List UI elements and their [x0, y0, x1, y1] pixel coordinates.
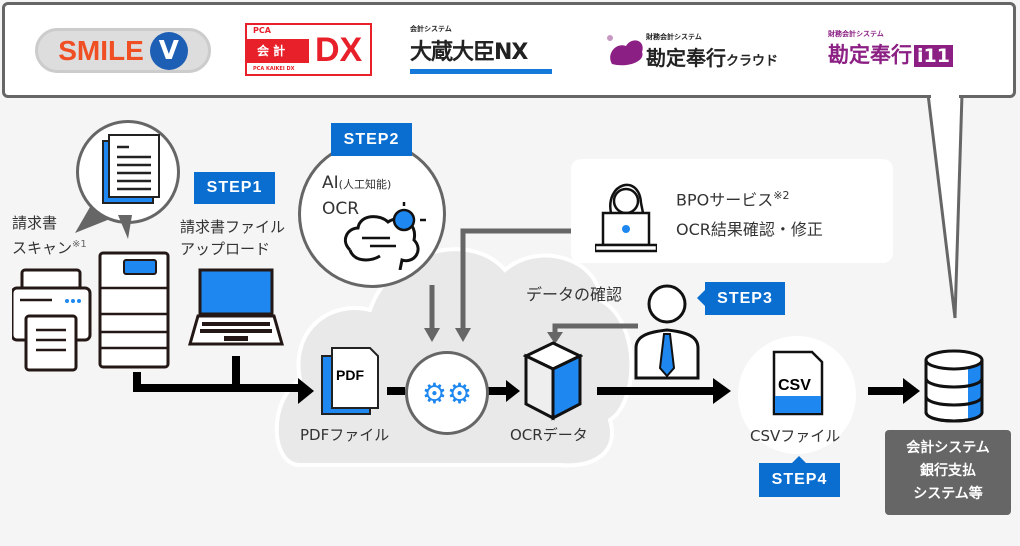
- reviewer-man-icon: [634, 284, 700, 380]
- database-icon: [924, 349, 984, 423]
- bpo-desc: OCR結果確認・修正: [676, 220, 823, 239]
- destination-systems-box: 会計システム銀行支払システム等: [885, 430, 1011, 515]
- document-stack-icon: [102, 134, 160, 204]
- ocr-engine-gears-icon: ⚙⚙: [405, 351, 489, 435]
- flow-lines: [133, 356, 905, 395]
- flow-arrowheads: [298, 378, 920, 404]
- step3-badge: STEP3: [705, 282, 785, 315]
- upload-label: 請求書ファイルアップロード: [180, 218, 286, 258]
- scan-label: 請求書スキャン※1: [12, 214, 87, 257]
- ocr-data-label: OCRデータ: [510, 426, 588, 444]
- logo-pca-dx: PCA 会 計 DX PCA KAIKEI DX: [245, 23, 372, 76]
- ai-label: AI(人工知能): [322, 173, 392, 193]
- logo-smile-v: SMILE V: [35, 28, 211, 73]
- pdf-file-icon: PDF: [321, 347, 379, 415]
- step2-badge: STEP2: [331, 123, 412, 156]
- bpo-service-box: BPOサービス※2 OCR結果確認・修正: [571, 159, 893, 263]
- operator-woman-icon: [595, 183, 657, 253]
- logo-bugyo-cloud: 財務会計システム 勘定奉行クラウド: [592, 30, 792, 72]
- ai-brain-icon: [344, 202, 426, 270]
- pdf-label: PDFファイル: [300, 426, 390, 444]
- ocr-data-cube-icon: [523, 341, 583, 421]
- csv-label: CSVファイル: [750, 427, 841, 445]
- laptop-icon: [188, 268, 284, 346]
- step1-badge: STEP1: [194, 172, 275, 204]
- data-check-label: データの確認: [526, 285, 623, 304]
- logo-okura-nx: 会計システム 大蔵大臣NX: [410, 24, 552, 74]
- logo-box-tail: [926, 92, 964, 319]
- svg-text:CSV: CSV: [778, 377, 811, 394]
- scanner-printer-icon: [12, 251, 170, 372]
- ocr-label: OCR: [322, 199, 360, 219]
- csv-file-icon: CSV: [772, 350, 824, 416]
- step4-badge: STEP4: [759, 463, 840, 497]
- bpo-title: BPOサービス※2: [676, 189, 790, 210]
- svg-text:PDF: PDF: [336, 367, 364, 383]
- ai-ocr-circle: [298, 140, 446, 288]
